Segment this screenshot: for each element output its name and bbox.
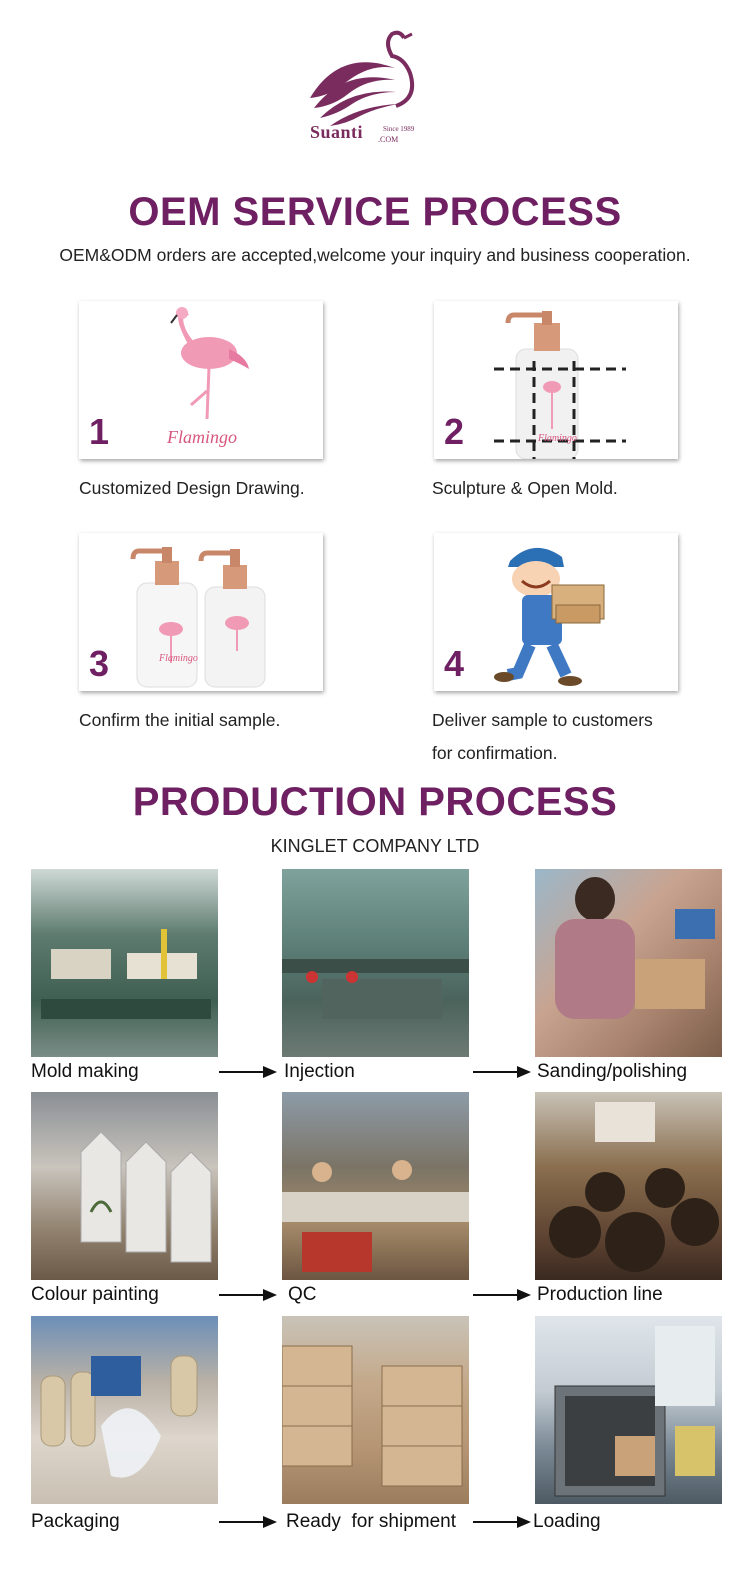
sample-bottles-image: Flamingo [130, 547, 266, 688]
step-number: 1 [89, 411, 110, 452]
oem-step-4-caption-line1: Deliver sample to customers [432, 710, 653, 730]
packaging-photo [31, 1316, 218, 1504]
arrow-right-icon [473, 1516, 531, 1528]
sanding-polishing-photo [535, 869, 722, 1057]
suanti-logo [310, 30, 415, 126]
stage-label: Colour painting [31, 1284, 159, 1305]
flamingo-drawing-image: Flamingo [166, 307, 249, 447]
stage-label: QC [288, 1284, 317, 1305]
stage-label: Loading [533, 1511, 601, 1532]
arrow-right-icon [473, 1066, 531, 1078]
stage-label: Mold making [31, 1061, 139, 1082]
stage-label: Production line [537, 1284, 663, 1305]
stage-label: Sanding/polishing [537, 1061, 688, 1082]
colour-painting-photo [31, 1092, 218, 1280]
arrow-right-icon [219, 1289, 277, 1301]
stage-label: Packaging [31, 1511, 120, 1532]
step-number: 3 [89, 643, 110, 684]
mold-sculpture-image: Flamingo [494, 311, 626, 459]
oem-step-4-caption-line2: for confirmation. [432, 743, 558, 763]
stage-label: Ready for shipment [286, 1511, 457, 1532]
oem-step-1-card: Flamingo 1 [79, 301, 323, 459]
arrow-right-icon [219, 1066, 277, 1078]
ready-for-shipment-photo [282, 1316, 469, 1504]
arrow-right-icon [219, 1516, 277, 1528]
oem-step-2-card: Flamingo 2 [434, 301, 678, 459]
production-line-photo [535, 1092, 722, 1280]
oem-step-3-caption: Confirm the initial sample. [79, 710, 281, 730]
production-title: PRODUCTION PROCESS [132, 780, 618, 824]
logo-domain: .COM [378, 135, 399, 144]
oem-step-2-caption: Sculpture & Open Mold. [432, 478, 618, 498]
flamingo-script-text: Flamingo [158, 653, 198, 664]
logo-brand: Suanti [310, 122, 364, 142]
oem-subtitle: OEM&ODM orders are accepted,welcome your… [59, 245, 691, 265]
logo-since: Since 1989 [383, 125, 415, 133]
oem-step-3-card: Flamingo 3 [79, 533, 323, 691]
oem-step-1-caption: Customized Design Drawing. [79, 478, 305, 498]
injection-photo [282, 869, 469, 1057]
arrow-right-icon [473, 1289, 531, 1301]
flamingo-script-text: Flamingo [537, 433, 577, 444]
flamingo-script-text: Flamingo [166, 427, 237, 447]
oem-title: OEM SERVICE PROCESS [128, 190, 622, 234]
qc-photo [282, 1092, 469, 1280]
stage-label: Injection [284, 1061, 355, 1082]
step-number: 2 [444, 411, 465, 452]
step-number: 4 [444, 643, 465, 684]
loading-photo [535, 1316, 722, 1504]
oem-step-4-card: 4 [434, 533, 678, 691]
delivery-courier-image [494, 547, 605, 686]
mold-making-photo [31, 869, 218, 1057]
company-name: KINGLET COMPANY LTD [270, 836, 480, 856]
